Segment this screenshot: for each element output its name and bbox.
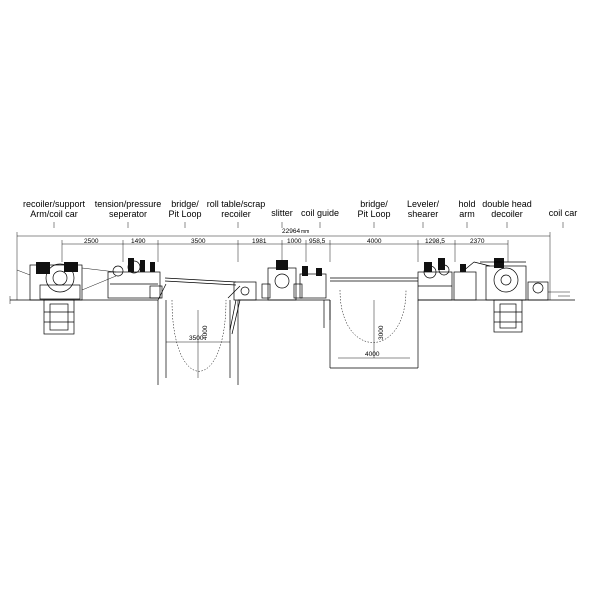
dim-segment: 1298,5 [425, 238, 445, 245]
hold-arm-unit [453, 261, 491, 301]
decoiler-machine [480, 258, 527, 333]
label-coil-car: coil car [548, 208, 578, 218]
pit-loop-1: 3500 4000 [157, 299, 239, 385]
total-dimension-unit: mm [301, 229, 309, 235]
label-hold-arm: hold arm [458, 199, 476, 219]
pit-2-depth: 3000 [378, 325, 385, 340]
pit-2-width: 4000 [365, 351, 380, 358]
label-leaders [53, 222, 564, 228]
label-decoiler: double head decoiler [482, 199, 532, 219]
total-dimension-value: 22964 [282, 228, 300, 235]
tension-unit [107, 258, 163, 299]
slitter-machine [261, 260, 303, 301]
bridge-ramps [157, 277, 241, 335]
dim-segment: 1000 [287, 238, 302, 245]
label-coil-guide: coil guide [300, 208, 340, 218]
label-tension: tension/pressure seperator [94, 199, 162, 219]
dim-segment: 958,5 [309, 238, 326, 245]
pit-1-width: 3500 [189, 335, 204, 342]
pit-1-depth: 4000 [202, 325, 209, 340]
dim-segment: 3500 [191, 238, 206, 245]
dim-segment: 1490 [131, 238, 146, 245]
label-leveler: Leveler/ shearer [406, 199, 440, 219]
label-recoiler: recoiler/support Arm/coil car [22, 199, 86, 219]
leveler-machine [417, 258, 453, 301]
label-slitter: slitter [271, 208, 293, 218]
recoiler-machine [16, 262, 117, 335]
overall-dimension: 22964 mm [16, 228, 551, 300]
coil-car-unit [527, 281, 570, 301]
label-roll-table: roll table/scrap recoiler [206, 199, 266, 219]
label-bridge-2: bridge/ Pit Loop [357, 199, 391, 219]
dim-segment: 1981 [252, 238, 267, 245]
label-bridge-1: bridge/ Pit Loop [168, 199, 202, 219]
dim-segment: 2500 [84, 238, 99, 245]
roll-table-unit [229, 281, 257, 331]
segment-dimensions: 2500 1490 3500 1981 1000 958,5 4000 1298… [61, 238, 509, 262]
coil-guide-unit [299, 266, 331, 328]
dim-segment: 2370 [470, 238, 485, 245]
dim-segment: 4000 [367, 238, 382, 245]
pit-loop-2: 4000 3000 [329, 277, 419, 369]
